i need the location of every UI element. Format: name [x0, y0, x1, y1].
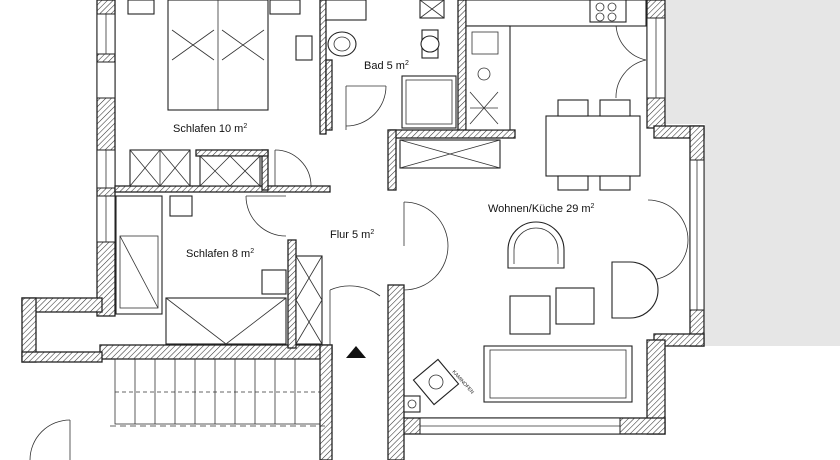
- label-bad: Bad 5 m2: [364, 60, 409, 72]
- dining-table: [545, 99, 641, 191]
- label-flur: Flur 5 m2: [330, 229, 374, 241]
- living-furniture: [483, 221, 659, 403]
- windows-bay: [419, 17, 705, 435]
- label-schlafen-8: Schlafen 8 m2: [186, 248, 254, 260]
- kitchen: [465, 0, 647, 131]
- entrance-arrow-icon: [346, 346, 366, 358]
- staircase: [110, 358, 325, 427]
- shelf-bedroom8: [295, 255, 323, 345]
- doors: [29, 21, 689, 460]
- bathroom-fixtures: [325, 0, 457, 129]
- label-wohnen-kueche: Wohnen/Küche 29 m2: [488, 203, 595, 215]
- wardrobe-bedroom10: [129, 149, 261, 187]
- bed-single: [115, 195, 287, 345]
- neighbor-area: [705, 0, 840, 346]
- bed-double: [127, 0, 313, 111]
- windows-left: [96, 13, 116, 243]
- interior-walls: [114, 0, 516, 349]
- fireplace: [403, 358, 460, 413]
- hall-wardrobe: [399, 139, 501, 169]
- neighbor-area-top: [666, 0, 706, 124]
- label-schlafen-10: Schlafen 10 m2: [173, 123, 247, 135]
